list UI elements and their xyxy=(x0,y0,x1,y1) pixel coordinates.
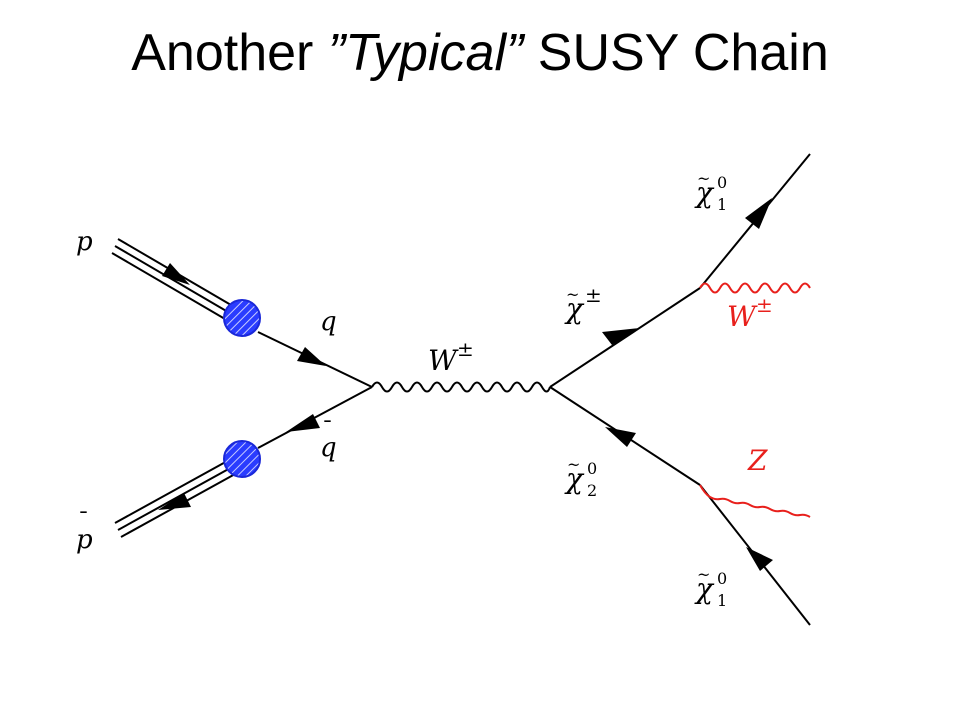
proton-beam xyxy=(111,238,244,327)
neutralino1-bottom-arrow xyxy=(746,547,773,571)
svg-text:~: ~ xyxy=(697,169,710,188)
neutralino2-arrow xyxy=(605,427,636,447)
svg-text:¯: ¯ xyxy=(322,418,333,443)
antiquark-arrow xyxy=(286,414,320,432)
antiproton-blob xyxy=(223,440,261,478)
svg-text:p: p xyxy=(76,525,93,555)
label-w-propagator: W ± xyxy=(428,337,474,377)
proton-arrow xyxy=(162,263,190,285)
label-neutralino1-top: χ ~ 0 1 xyxy=(694,169,727,214)
z-emitted xyxy=(699,484,811,518)
label-chargino: χ ~ ± xyxy=(564,283,602,325)
quark-arrow xyxy=(297,347,326,366)
antiproton-arrow xyxy=(158,493,191,510)
svg-text:χ: χ xyxy=(564,462,585,495)
svg-text:~: ~ xyxy=(566,285,579,304)
svg-text:0: 0 xyxy=(587,459,597,478)
neutralino1-top-arrow xyxy=(745,198,772,229)
svg-text:±: ± xyxy=(457,337,474,361)
label-neutralino2: χ ~ 0 2 xyxy=(564,455,597,500)
svg-text:χ: χ xyxy=(694,572,715,605)
proton-blob xyxy=(223,299,261,337)
label-neutralino1-bottom: χ ~ 0 1 xyxy=(694,565,727,610)
antiquark-line xyxy=(257,386,373,449)
label-w-emitted: W ± xyxy=(727,293,773,333)
svg-text:1: 1 xyxy=(717,591,727,610)
label-z-emitted: Z xyxy=(747,444,768,477)
svg-text:χ: χ xyxy=(564,292,585,325)
svg-text:0: 0 xyxy=(717,173,727,192)
svg-text:χ: χ xyxy=(694,176,715,209)
w-emitted xyxy=(699,282,811,294)
svg-text:¯: ¯ xyxy=(78,509,89,534)
svg-text:±: ± xyxy=(585,283,602,307)
title-emphasis: ”Typical” xyxy=(327,24,524,82)
svg-text:W: W xyxy=(428,344,459,377)
label-antiproton: p ¯ xyxy=(76,509,93,555)
svg-text:W: W xyxy=(727,300,758,333)
svg-text:1: 1 xyxy=(717,195,727,214)
chargino-line xyxy=(549,287,701,388)
svg-text:~: ~ xyxy=(567,455,580,474)
svg-text:0: 0 xyxy=(717,569,727,588)
title-prefix: Another xyxy=(131,24,328,82)
label-proton: p xyxy=(76,227,93,257)
slide-title: Another ”Typical” SUSY Chain xyxy=(0,22,960,84)
svg-text:q: q xyxy=(320,433,337,463)
svg-text:±: ± xyxy=(756,293,773,317)
label-antiquark: q ¯ xyxy=(320,418,337,463)
chargino-arrow xyxy=(602,328,640,345)
svg-text:~: ~ xyxy=(697,565,710,584)
w-propagator xyxy=(371,381,551,393)
title-suffix: SUSY Chain xyxy=(523,24,829,82)
svg-text:2: 2 xyxy=(587,481,597,500)
label-quark: q xyxy=(320,307,337,337)
